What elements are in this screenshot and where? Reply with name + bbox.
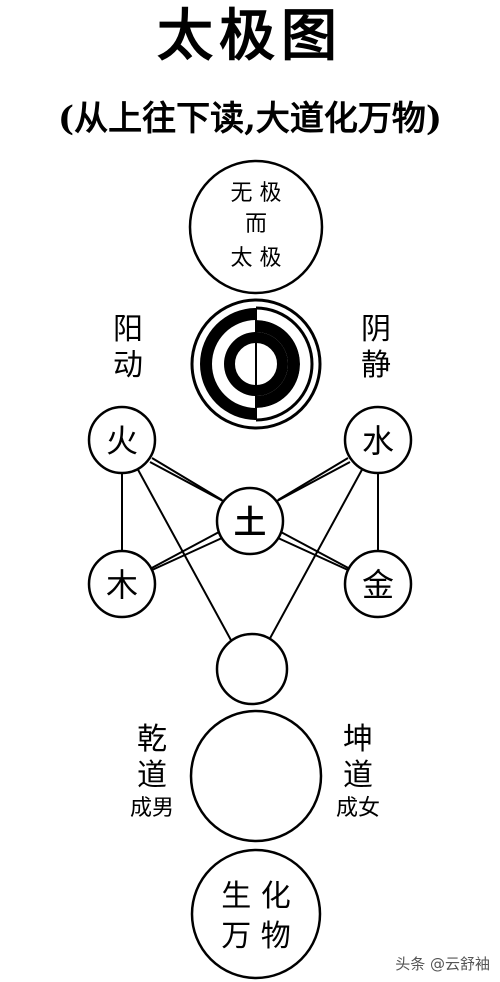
line-earth-wood — [151, 537, 223, 571]
qian-dao-char: 道 — [137, 758, 167, 793]
qian-char: 乾 — [137, 722, 167, 757]
qian-dao-label: 乾 道 成男 — [112, 722, 192, 824]
fire-circle — [87, 405, 157, 475]
kun-female-text: 成女 — [335, 796, 380, 821]
wood-circle — [87, 549, 157, 619]
wuji-text-3: 太 极 — [231, 246, 282, 271]
metal-label: 金 — [362, 566, 394, 604]
line-water-bottom — [267, 465, 365, 643]
wuji-circle — [188, 159, 324, 295]
line-fire-earth — [151, 457, 223, 501]
yang-motion-label: 阳 动 — [108, 312, 148, 384]
page-title: 太极图 — [157, 3, 343, 69]
watermark: 头条 @云舒袖 — [395, 955, 490, 973]
myriad-things-circle — [190, 848, 322, 980]
wuji-text-2: 而 — [245, 212, 267, 237]
earth-circle — [215, 486, 285, 556]
fire-label: 火 — [106, 422, 138, 460]
water-circle — [343, 405, 413, 475]
kun-dao-label: 坤 道 成女 — [318, 722, 398, 824]
page-subtitle: (从上往下读,大道化万物) — [57, 99, 442, 139]
taiji-ring-symbol — [190, 298, 322, 430]
kun-dao-char: 道 — [343, 758, 373, 793]
myriad-text-1: 生 化 — [221, 879, 291, 914]
earth-label: 土 — [234, 503, 266, 541]
qian-male-text: 成男 — [129, 796, 174, 821]
line-fire-bottom — [135, 465, 233, 643]
yin-stillness-label: 阴 静 — [356, 312, 396, 384]
yin-char: 阴 — [361, 312, 391, 347]
convergence-circle — [215, 632, 289, 706]
yang-char: 阳 — [113, 312, 143, 347]
metal-circle — [343, 549, 413, 619]
kun-char: 坤 — [343, 722, 373, 757]
water-label: 水 — [362, 422, 394, 460]
motion-char: 动 — [113, 348, 143, 383]
line-water-earth — [277, 457, 349, 501]
stillness-char: 静 — [361, 348, 391, 383]
line-earth-metal — [277, 537, 349, 571]
wood-label: 木 — [106, 566, 138, 604]
myriad-text-2: 万 物 — [221, 919, 291, 954]
qian-kun-circle — [189, 709, 323, 843]
wuji-text-1: 无 极 — [231, 181, 282, 206]
